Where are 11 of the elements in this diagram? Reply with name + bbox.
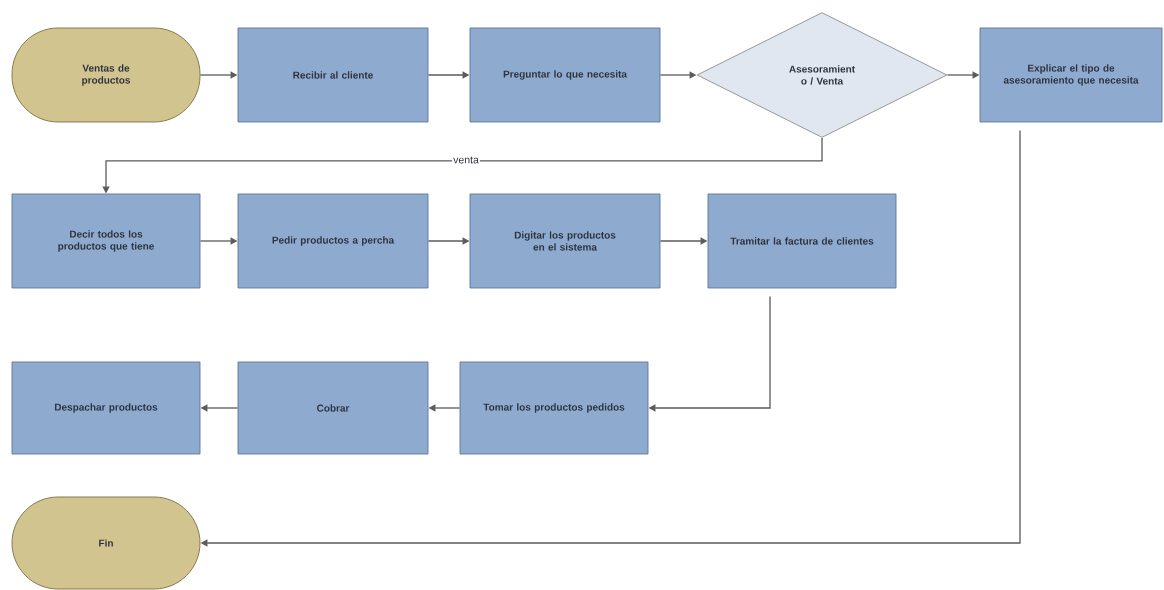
process-box: Preguntar lo que necesita xyxy=(469,27,661,123)
process-box: Digitar los productos en el sistema xyxy=(469,193,661,289)
process-box: Tomar los productos pedidos xyxy=(459,361,649,455)
process-box: Cobrar xyxy=(237,361,429,455)
process-box: Tramitar la factura de clientes xyxy=(707,193,897,289)
process-box: Recibir al cliente xyxy=(237,27,429,123)
process-box: Explicar el tipo de asesoramiento que necesita xyxy=(979,27,1163,123)
process-box: Despachar productos xyxy=(11,361,201,455)
edge-label: venta xyxy=(452,155,480,165)
process-box: Decir todos los productos que tiene xyxy=(11,193,201,289)
process-box: Pedir productos a percha xyxy=(237,193,429,289)
